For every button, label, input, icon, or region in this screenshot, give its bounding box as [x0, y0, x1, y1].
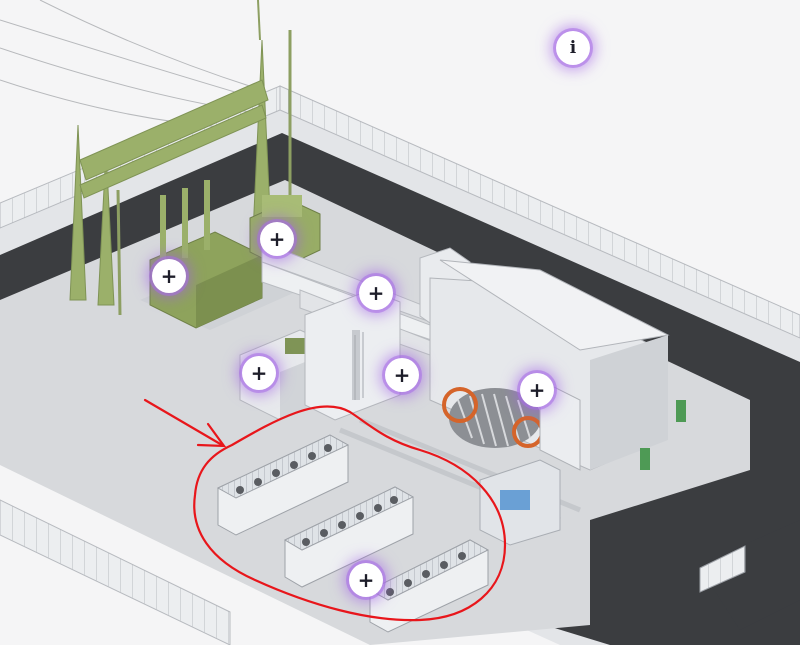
plus-icon: + — [367, 281, 385, 305]
red-annotation — [143, 398, 507, 622]
annotation-arrow — [143, 398, 224, 447]
front-fence — [0, 499, 231, 645]
hotspot-transformer-right[interactable]: + — [260, 222, 294, 256]
plus-icon: + — [160, 264, 178, 288]
plus-icon: + — [528, 378, 546, 402]
hotspot-transformer-left[interactable]: + — [152, 259, 186, 293]
hotspot-auxiliary-unit[interactable]: + — [242, 356, 276, 390]
plus-icon: + — [268, 227, 286, 251]
info-icon: i — [569, 37, 577, 58]
plus-icon: + — [357, 568, 375, 592]
hotspot-info[interactable]: i — [556, 31, 590, 65]
hotspot-control-building[interactable]: + — [385, 358, 419, 392]
hotspot-bus-ducts[interactable]: + — [359, 276, 393, 310]
hotspot-cooling-units[interactable]: + — [349, 563, 383, 597]
annotation-circle — [193, 405, 507, 622]
plus-icon: + — [393, 363, 411, 387]
plus-icon: + — [250, 361, 268, 385]
hotspot-generator[interactable]: + — [520, 373, 554, 407]
